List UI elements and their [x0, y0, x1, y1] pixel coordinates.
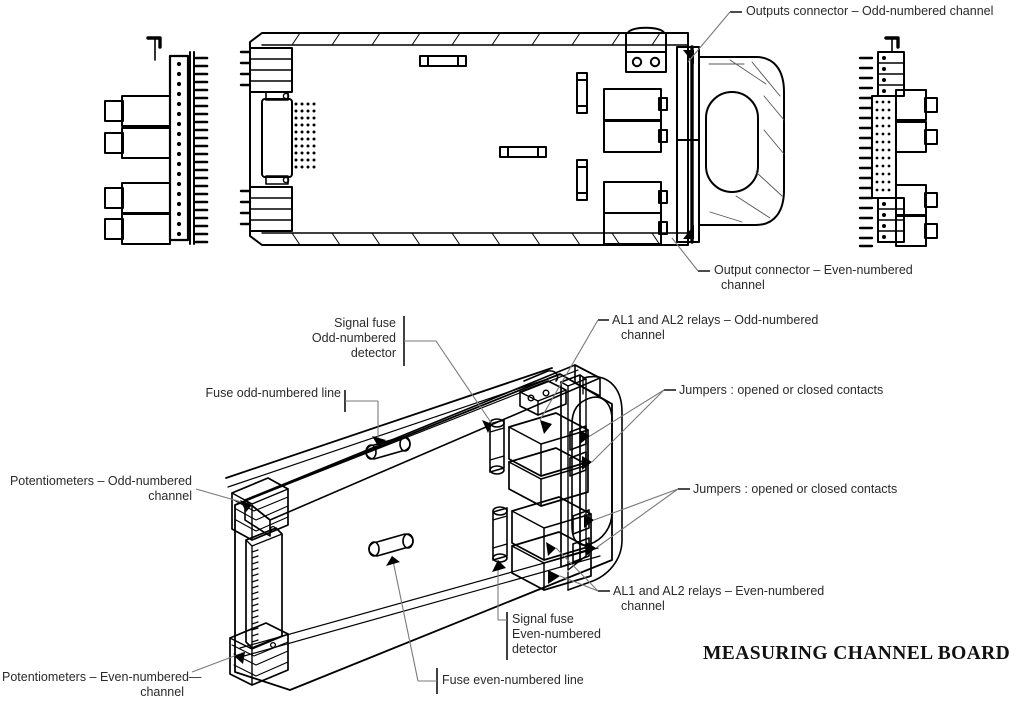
jumper-tabs-iso — [569, 425, 590, 563]
handle-plan — [698, 56, 785, 226]
left-side-elevation-view — [104, 36, 209, 245]
label-potentiometers-even-line1: Potentiometers – Even-numbered— — [2, 670, 202, 684]
relay-block-even-plan — [603, 181, 668, 245]
diagram-title: MEASURING CHANNEL BOARD — [703, 643, 1011, 664]
ejector-latch-plan — [625, 26, 667, 73]
ejector-latch-iso — [519, 370, 567, 416]
label-output-connector-even-line2: channel — [721, 278, 765, 292]
fuse-even-line-plan — [499, 146, 547, 158]
label-relays-odd-line1: AL1 and AL2 relays – Odd-numbered — [612, 313, 819, 327]
signal-fuse-even-plan — [576, 159, 588, 201]
label-potentiometers-odd-line2: channel — [148, 489, 192, 503]
label-signal-fuse-even-line3: detector — [512, 642, 558, 656]
leader-arrowheads — [234, 420, 596, 664]
potentiometer-stack-even-plan — [239, 186, 293, 232]
output-connector-strips-plan — [676, 45, 700, 244]
board-plan-view — [239, 26, 785, 246]
label-jumpers-top: Jumpers : opened or closed contacts — [679, 383, 884, 397]
relay-block-even-iso — [511, 496, 592, 591]
right-side-elevation-view — [858, 36, 938, 248]
fuse-even-line-iso — [368, 533, 414, 557]
label-relays-even-line1: AL1 and AL2 relays – Even-numbered — [613, 584, 825, 598]
din-connector-iso — [245, 525, 283, 649]
label-outputs-connector-odd: Outputs connector – Odd-numbered channel — [746, 4, 994, 18]
label-output-connector-even-line1: Output connector – Even-numbered — [714, 263, 913, 277]
handle-iso — [567, 375, 623, 591]
board-isometric-view — [225, 364, 623, 691]
label-fuse-even-line: Fuse even-numbered line — [442, 673, 584, 687]
label-signal-fuse-odd-line3: detector — [350, 346, 396, 360]
label-relays-odd-line2: channel — [621, 328, 665, 342]
label-potentiometers-even-line2: channel — [140, 685, 184, 699]
label-signal-fuse-even-line1: Signal fuse — [512, 612, 574, 626]
potentiometer-stack-odd-plan — [239, 47, 293, 93]
label-fuse-odd-line: Fuse odd-numbered line — [205, 386, 342, 400]
label-potentiometers-odd-line1: Potentiometers – Odd-numbered — [9, 474, 192, 488]
label-signal-fuse-odd-line1: Signal fuse — [334, 316, 396, 330]
fuse-odd-line-iso — [365, 436, 411, 460]
label-signal-fuse-even-line2: Even-numbered — [512, 627, 601, 641]
label-signal-fuse-odd-line2: Odd-numbered — [311, 331, 396, 345]
signal-fuse-odd-plan — [576, 72, 588, 114]
label-jumpers-bottom: Jumpers : opened or closed contacts — [693, 482, 898, 496]
label-relays-even-line2: channel — [621, 599, 665, 613]
relay-block-odd-plan — [603, 88, 668, 153]
fuse-odd-line-plan — [419, 55, 467, 67]
signal-fuse-even-iso — [492, 506, 508, 563]
din-connector-plan — [261, 91, 316, 185]
leader-lines — [191, 11, 742, 694]
potentiometer-stack-odd-iso — [231, 477, 289, 541]
signal-fuse-odd-iso — [489, 418, 505, 475]
